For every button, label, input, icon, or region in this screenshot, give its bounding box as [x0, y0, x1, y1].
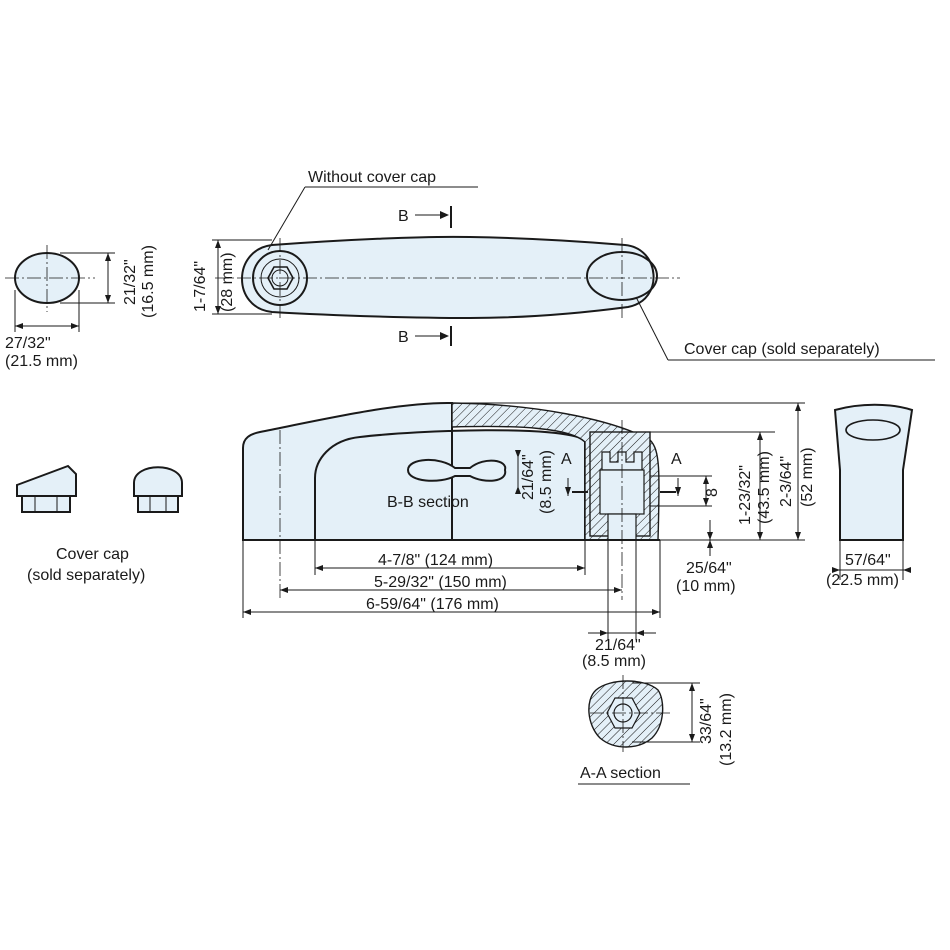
handle-top-view — [212, 186, 935, 361]
section-a-right: A — [671, 451, 682, 468]
end-width-mm: (22.5 mm) — [826, 572, 899, 589]
section-b-bottom: B — [398, 329, 409, 346]
cap-height-in: 21/32" — [122, 259, 139, 305]
end-width-in: 57/64" — [845, 552, 891, 569]
aa-height-mm: (13.2 mm) — [718, 693, 735, 766]
cap-end-view — [5, 245, 115, 332]
bb-height-mm: (8.5 mm) — [538, 450, 555, 514]
cap-width-in: 27/32" — [5, 335, 51, 352]
section-b-top: B — [398, 208, 409, 225]
bore-mm: (8.5 mm) — [582, 653, 646, 670]
grip-height-mm: (43.5 mm) — [756, 451, 773, 524]
a-a-section-label: A-A section — [580, 765, 661, 782]
total-height-mm: (52 mm) — [799, 447, 816, 507]
foot-height-mm: (10 mm) — [676, 578, 736, 595]
total-height-in: 2-3/64" — [778, 456, 795, 507]
grip-height-in: 1-23/32" — [737, 465, 754, 525]
bb-height-in: 21/64" — [520, 454, 537, 500]
mount-length: 5-29/32" (150 mm) — [374, 574, 507, 591]
cap-width-mm: (21.5 mm) — [5, 353, 78, 370]
cover-cap-side-views — [16, 464, 183, 513]
cover-cap-label-line2: (sold separately) — [27, 567, 145, 584]
b-b-section-label: B-B section — [387, 494, 469, 511]
inner-length: 4-7/8" (124 mm) — [378, 552, 493, 569]
cap-height-mm: (16.5 mm) — [140, 245, 157, 318]
without-cover-cap-label: Without cover cap — [308, 169, 436, 186]
cover-cap-sold-separately-label: Cover cap (sold separately) — [684, 341, 880, 358]
handle-side-view — [242, 401, 805, 640]
top-height-mm: (28 mm) — [219, 252, 236, 312]
section-a-left: A — [561, 451, 572, 468]
thread-depth: 8 — [704, 488, 721, 497]
overall-length: 6-59/64" (176 mm) — [366, 596, 499, 613]
cover-cap-label-line1: Cover cap — [56, 546, 129, 563]
foot-height-in: 25/64" — [686, 560, 732, 577]
a-a-section-view — [578, 675, 700, 785]
top-height-in: 1-7/64" — [192, 261, 209, 312]
handle-end-view — [832, 403, 914, 580]
bore-in: 21/64" — [595, 637, 641, 654]
aa-height-in: 33/64" — [698, 698, 715, 744]
